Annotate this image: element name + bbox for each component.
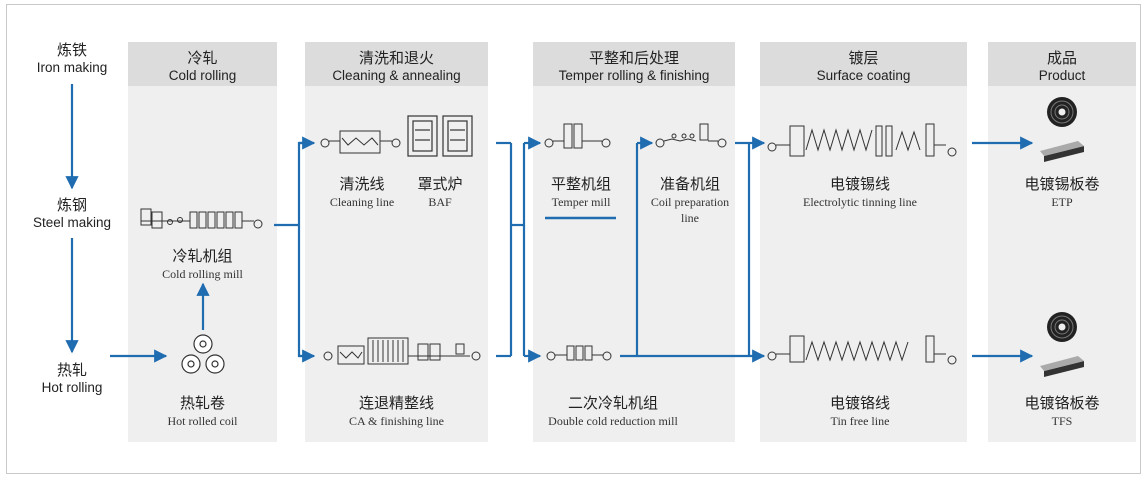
coil-preparation-line-icon — [655, 123, 727, 148]
label-en-line2: line — [681, 211, 699, 225]
label-en: Cleaning line — [329, 195, 395, 209]
label-en: BAF — [428, 195, 452, 209]
column-header-cold-rolling: 冷轧 Cold rolling — [128, 42, 277, 86]
column-title-en: Cold rolling — [168, 68, 237, 83]
label-hot-rolled-coil: 热轧卷 Hot rolled coil — [128, 393, 277, 429]
baf-furnace-icon — [407, 115, 473, 157]
stage-iron-making: 炼铁 Iron making — [26, 42, 118, 76]
electrolytic-tinning-line-icon — [767, 123, 957, 157]
stage-en: Steel making — [32, 215, 112, 230]
label-ca-finishing-line: 连退精整线 CA & finishing line — [305, 393, 488, 429]
label-temper-mill: 平整机组 Temper mill — [536, 174, 626, 210]
stage-zh: 炼铁 — [56, 42, 87, 59]
column-header-product: 成品 Product — [988, 42, 1136, 86]
label-coil-preparation-line: 准备机组 Coil preparation line — [638, 174, 742, 226]
label-zh: 电镀铬板卷 — [1024, 394, 1100, 412]
label-tin-free-line: 电镀铬线 Tin free line — [760, 393, 960, 429]
label-en: ETP — [1051, 195, 1073, 209]
stage-hot-rolling: 热轧 Hot rolling — [26, 362, 118, 396]
label-zh: 热轧卷 — [179, 394, 225, 412]
label-baf: 罩式炉 BAF — [402, 174, 478, 210]
column-cleaning-annealing: 清洗和退火 Cleaning & annealing — [305, 42, 488, 442]
label-double-cold-reduction-mill: 二次冷轧机组 Double cold reduction mill — [533, 393, 693, 429]
connector-cold-to-cleaning — [274, 136, 316, 363]
column-temper-finishing: 平整和后处理 Temper rolling & finishing — [533, 42, 735, 442]
column-surface-coating: 镀层 Surface coating — [760, 42, 967, 442]
label-etp: 电镀锡板卷 ETP — [988, 174, 1136, 210]
tfs-coil-icon — [1047, 312, 1077, 342]
label-en: Tin free line — [830, 414, 890, 428]
label-tfs: 电镀铬板卷 TFS — [988, 393, 1136, 429]
column-title-en: Cleaning & annealing — [332, 68, 461, 83]
tin-free-line-icon — [767, 335, 957, 365]
column-title-zh: 冷轧 — [187, 50, 218, 67]
hot-rolled-coil-icon — [181, 334, 225, 374]
column-header-temper-finishing: 平整和后处理 Temper rolling & finishing — [533, 42, 735, 86]
label-zh: 电镀锡线 — [829, 175, 890, 193]
column-title-zh: 清洗和退火 — [358, 50, 434, 67]
label-cold-rolling-mill: 冷轧机组 Cold rolling mill — [128, 246, 277, 282]
label-en: Coil preparation — [650, 195, 730, 209]
label-en: Cold rolling mill — [162, 267, 243, 281]
label-zh: 二次冷轧机组 — [567, 394, 658, 412]
label-zh: 连退精整线 — [358, 394, 434, 412]
etp-coil-icon — [1047, 97, 1077, 127]
temper-mill-icon — [544, 123, 611, 149]
connector-cleaning-to-temper — [496, 136, 542, 363]
label-zh: 冷轧机组 — [172, 247, 233, 265]
label-electrolytic-tinning-line: 电镀锡线 Electrolytic tinning line — [760, 174, 960, 210]
label-en: Temper mill — [551, 195, 611, 209]
column-title-en: Surface coating — [816, 68, 911, 83]
label-zh: 电镀锡板卷 — [1024, 175, 1100, 193]
label-zh: 罩式炉 — [417, 175, 463, 193]
label-cleaning-line: 清洗线 Cleaning line — [312, 174, 412, 210]
column-title-zh: 平整和后处理 — [588, 50, 679, 67]
cold-rolling-mill-icon — [140, 208, 263, 229]
stage-en: Hot rolling — [41, 380, 103, 395]
label-zh: 平整机组 — [550, 175, 611, 193]
stage-zh: 热轧 — [56, 362, 87, 379]
double-cold-reduction-mill-icon — [546, 345, 612, 361]
label-zh: 清洗线 — [339, 175, 385, 193]
tfs-sheet-icon — [1040, 356, 1084, 377]
ca-finishing-line-icon — [323, 337, 481, 365]
label-en: CA & finishing line — [348, 414, 444, 428]
column-title-en: Product — [1038, 68, 1086, 83]
label-zh: 准备机组 — [659, 175, 720, 193]
column-cold-rolling: 冷轧 Cold rolling — [128, 42, 277, 442]
label-en: Hot rolled coil — [167, 414, 238, 428]
column-title-zh: 镀层 — [848, 50, 879, 67]
label-zh: 电镀铬线 — [829, 394, 890, 412]
column-title-zh: 成品 — [1046, 50, 1077, 67]
label-en: TFS — [1051, 414, 1073, 428]
column-title-en: Temper rolling & finishing — [558, 68, 710, 83]
connector-temper-to-coating — [620, 136, 766, 363]
stage-en: Iron making — [36, 60, 108, 75]
stage-steel-making: 炼钢 Steel making — [26, 197, 118, 231]
label-en: Double cold reduction mill — [548, 414, 678, 428]
stage-zh: 炼钢 — [56, 197, 87, 214]
etp-sheet-icon — [1040, 141, 1084, 162]
label-en: Electrolytic tinning line — [803, 195, 917, 209]
column-header-surface-coating: 镀层 Surface coating — [760, 42, 967, 86]
cleaning-line-icon — [320, 130, 401, 154]
column-header-cleaning-annealing: 清洗和退火 Cleaning & annealing — [305, 42, 488, 86]
